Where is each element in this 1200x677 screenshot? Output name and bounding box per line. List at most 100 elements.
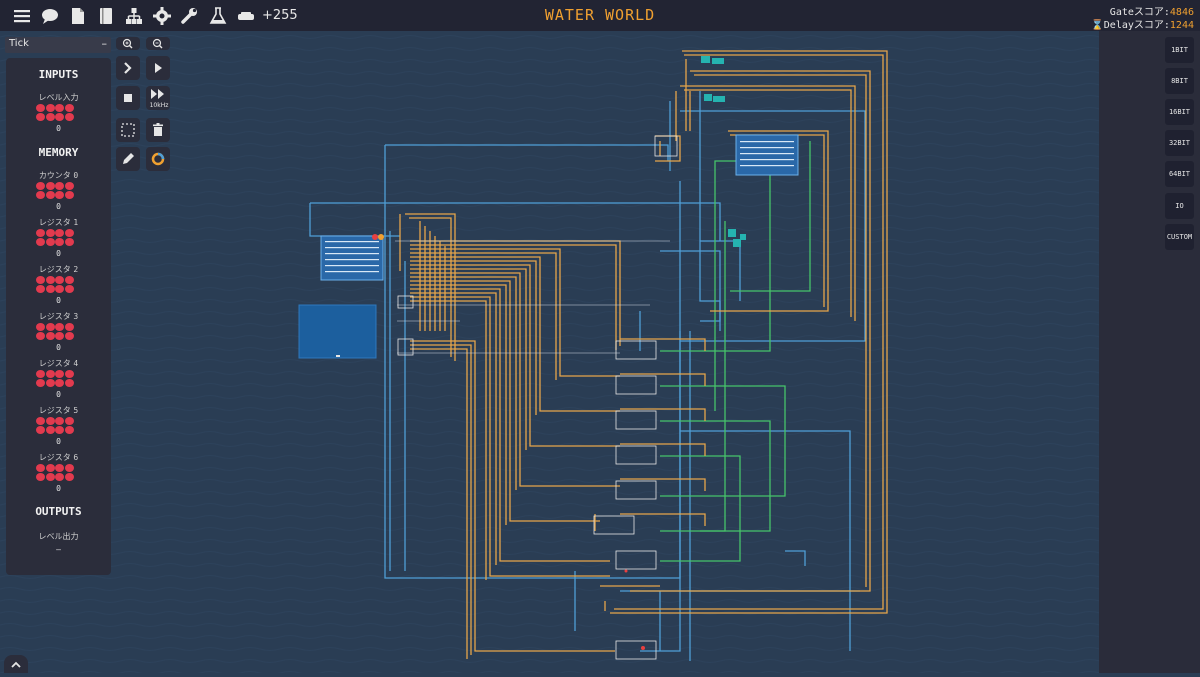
pencil-icon: [123, 153, 134, 164]
step-button[interactable]: [116, 56, 140, 80]
memory-bit-indicator: [36, 331, 45, 340]
memory-bit-indicator: [36, 417, 45, 425]
zoom-out-button[interactable]: [146, 37, 170, 50]
palette-64bit-button[interactable]: 64BIT: [1165, 161, 1194, 187]
palette-1bit-button[interactable]: 1BIT: [1165, 37, 1194, 63]
memory-slot-display: [36, 276, 80, 293]
memory-bit-indicator: [45, 425, 55, 434]
menu-icon[interactable]: [12, 6, 32, 26]
wrench-icon[interactable]: [180, 6, 200, 26]
memory-block-component[interactable]: [735, 134, 799, 176]
memory-bit-indicator: [45, 378, 55, 387]
memory-bit-indicator: [55, 331, 64, 340]
gate-score: Gateスコア:4846: [1110, 3, 1194, 18]
gear-icon[interactable]: [152, 6, 172, 26]
memory-slot-display: [36, 229, 80, 246]
zoom-in-icon: [122, 38, 133, 49]
memory-bit-indicator: [45, 237, 55, 246]
palette-io-button[interactable]: IO: [1165, 193, 1194, 219]
memory-bit-indicator: [36, 472, 45, 481]
memory-slot-name: レジスタ: [38, 406, 71, 415]
circuit-canvas[interactable]: [0, 31, 1099, 673]
memory-bit-indicator: [64, 323, 74, 331]
memory-bit-indicator: [55, 370, 64, 378]
memory-bit-indicator: [36, 425, 45, 434]
draw-button[interactable]: [116, 147, 140, 171]
level-output-label: レベル出力: [38, 532, 79, 541]
ram-component[interactable]: [320, 235, 384, 281]
memory-bit-indicator: [64, 182, 74, 190]
memory-bit-indicator: [55, 112, 64, 121]
memory-slot-label: レジスタ 2: [6, 264, 111, 275]
color-wheel-button[interactable]: [146, 147, 170, 171]
memory-bit-indicator: [55, 323, 64, 331]
memory-bit-indicator: [45, 331, 55, 340]
trash-icon: [153, 123, 163, 136]
fast-forward-button[interactable]: 10kHz: [146, 86, 170, 110]
memory-bit-indicator: [64, 229, 74, 237]
memory-bit-indicator: [64, 425, 74, 434]
memory-bit-indicator: [45, 229, 55, 237]
tick-mode-select[interactable]: Tick –: [5, 37, 111, 53]
palette-custom-button[interactable]: CUSTOM: [1165, 224, 1194, 250]
budget-counter: +255: [262, 8, 298, 23]
memory-bit-indicator: [36, 182, 45, 190]
memory-bit-indicator: [45, 472, 55, 481]
memory-bit-indicator: [64, 237, 74, 246]
memory-slot-index: 4: [73, 359, 79, 368]
memory-bit-indicator: [64, 464, 74, 472]
memory-bit-indicator: [36, 323, 45, 331]
memory-slot-display: [36, 464, 80, 481]
memory-slot-name: レジスタ: [38, 453, 71, 462]
memory-bit-indicator: [64, 472, 74, 481]
display-screen-component[interactable]: [298, 304, 377, 359]
signal-line-group: [395, 240, 670, 354]
memory-slot-value: 0: [56, 484, 61, 493]
play-icon: [155, 63, 162, 73]
palette-8bit-button[interactable]: 8BIT: [1165, 68, 1194, 94]
memory-bit-indicator: [55, 464, 64, 472]
collapse-dash-icon[interactable]: –: [101, 37, 108, 50]
memory-bit-indicator: [36, 276, 45, 284]
play-button[interactable]: [146, 56, 170, 80]
memory-bit-indicator: [55, 104, 64, 112]
memory-bit-indicator: [55, 378, 64, 387]
memory-bit-indicator: [64, 276, 74, 284]
zoom-in-button[interactable]: [116, 37, 140, 50]
select-area-button[interactable]: [116, 118, 140, 142]
memory-bit-indicator: [45, 323, 55, 331]
memory-bit-indicator: [64, 417, 74, 425]
memory-bit-indicator: [45, 276, 55, 284]
book-icon[interactable]: [96, 6, 116, 26]
delete-button[interactable]: [146, 118, 170, 142]
color-ring-icon: [151, 152, 165, 166]
memory-bit-indicator: [64, 378, 74, 387]
component-icon[interactable]: [236, 6, 256, 26]
memory-bit-indicator: [36, 112, 45, 121]
palette-32bit-button[interactable]: 32BIT: [1165, 130, 1194, 156]
memory-bit-indicator: [55, 425, 64, 434]
expand-panel-button[interactable]: [4, 655, 28, 673]
memory-bit-indicator: [64, 190, 74, 199]
red-node-components: [624, 569, 645, 650]
level-input-label: レベル入力: [38, 93, 79, 102]
flask-icon[interactable]: [208, 6, 228, 26]
memory-slot-name: レジスタ: [38, 312, 71, 321]
speed-label: 10kHz: [149, 102, 169, 109]
hierarchy-icon[interactable]: [124, 6, 144, 26]
memory-slot-name: カウンタ: [38, 171, 71, 180]
memory-bit-indicator: [36, 190, 45, 199]
memory-slot-label: レジスタ 5: [6, 405, 111, 416]
level-input-value: 0: [56, 124, 61, 133]
memory-bit-indicator: [36, 284, 45, 293]
memory-slot-display: [36, 323, 80, 340]
level-output-value: –: [56, 545, 61, 554]
logic-gate-blocks[interactable]: [397, 135, 678, 660]
teal-components[interactable]: [701, 56, 746, 247]
document-icon[interactable]: [68, 6, 88, 26]
memory-slot-label: レジスタ 3: [6, 311, 111, 322]
chat-icon[interactable]: [40, 6, 60, 26]
palette-16bit-button[interactable]: 16BIT: [1165, 99, 1194, 125]
inputs-header: INPUTS: [38, 68, 79, 81]
stop-button[interactable]: [116, 86, 140, 110]
